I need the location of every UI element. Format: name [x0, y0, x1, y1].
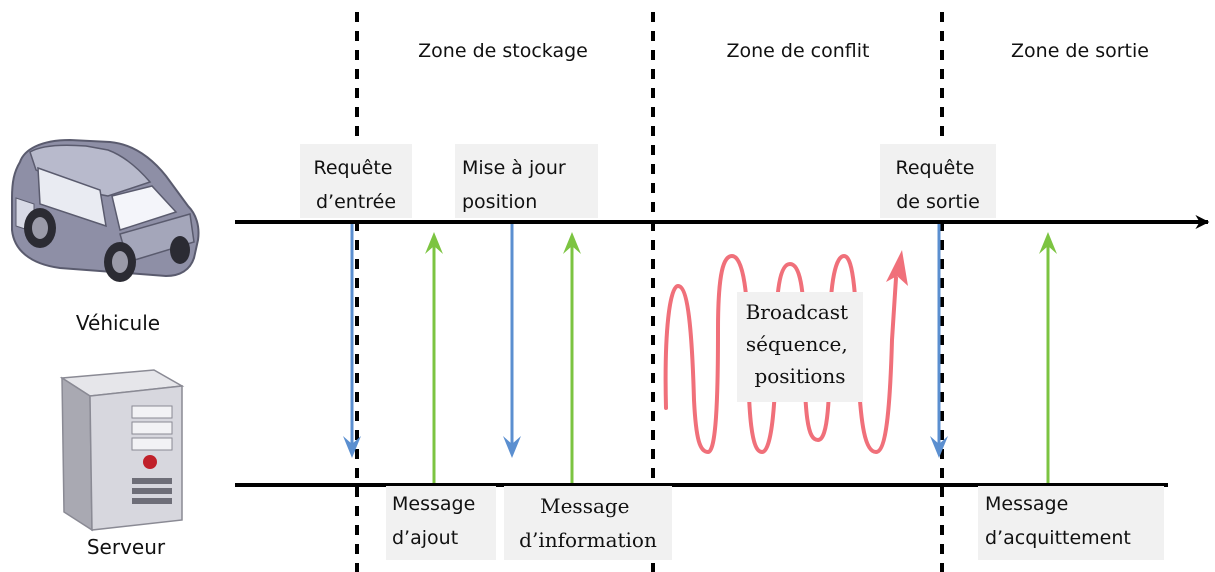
- car-icon: [11, 138, 200, 282]
- add-message-arrow: [425, 232, 443, 484]
- server-label: Serveur: [87, 535, 166, 559]
- broadcast-line2: séquence,: [746, 332, 848, 356]
- position-update-line1: Mise à jour: [462, 157, 566, 179]
- zone-label-conflict: Zone de conflit: [726, 40, 869, 62]
- ack-message-label-bg: [978, 486, 1164, 560]
- exit-request-line1: Requête: [895, 157, 974, 179]
- position-update-arrow: [503, 224, 521, 458]
- position-update-line2: position: [462, 191, 537, 213]
- server-icon: [59, 369, 185, 532]
- information-message-line1: Message: [540, 494, 629, 518]
- zone-label-exit: Zone de sortie: [1011, 40, 1149, 62]
- add-message-line1: Message: [392, 493, 475, 515]
- ack-message-arrow: [1039, 232, 1057, 484]
- information-message-label-bg: [504, 486, 672, 560]
- entry-request-arrow: [343, 224, 361, 458]
- broadcast-label: Broadcast séquence, positions: [746, 300, 855, 388]
- exit-request-label-bg: [880, 144, 996, 218]
- broadcast-line3: positions: [754, 364, 845, 388]
- exit-request-line2: de sortie: [896, 191, 980, 213]
- information-message-line2: d’information: [519, 528, 657, 552]
- information-message-label: Message d’information: [519, 494, 657, 552]
- exit-request-label: Requête de sortie: [895, 157, 980, 213]
- zone-label-storage: Zone de stockage: [418, 40, 588, 62]
- ack-message-line1: Message: [985, 493, 1068, 515]
- ack-message-line2: d’acquittement: [985, 527, 1131, 549]
- information-message-arrow: [563, 232, 581, 484]
- entry-request-line2: d’entrée: [316, 191, 396, 213]
- broadcast-line1: Broadcast: [746, 300, 848, 324]
- entry-request-label: Requête d’entrée: [313, 157, 398, 213]
- position-update-label: Mise à jour position: [462, 157, 572, 213]
- exit-request-arrow: [930, 224, 948, 458]
- entry-request-line1: Requête: [313, 157, 392, 179]
- vehicle-label: Véhicule: [76, 311, 160, 335]
- broadcast-label-bg: [737, 292, 863, 402]
- position-update-label-bg: [455, 144, 598, 218]
- ack-message-label: Message d’acquittement: [985, 493, 1131, 549]
- add-message-line2: d’ajout: [392, 527, 458, 549]
- add-message-label: Message d’ajout: [392, 493, 481, 549]
- add-message-label-bg: [386, 486, 496, 560]
- entry-request-label-bg: [300, 144, 412, 218]
